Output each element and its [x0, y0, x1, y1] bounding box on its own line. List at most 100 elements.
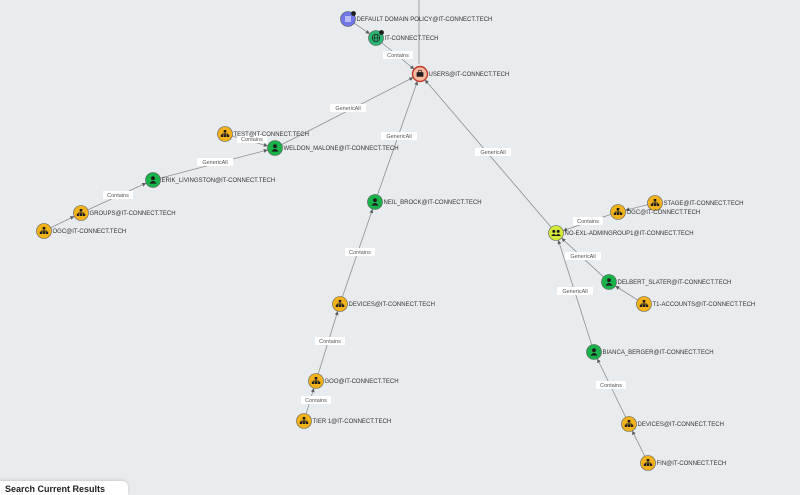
edge-label-text: GenericAll: [335, 106, 360, 112]
edge-label-bg: [237, 135, 267, 143]
user-icon: [605, 278, 613, 286]
edge-line[interactable]: [631, 430, 646, 457]
edge-label-text: Contains: [305, 398, 327, 404]
graph-node-gpo[interactable]: DEFAULT DOMAIN POLICY@IT-CONNECT.TECH: [340, 11, 493, 27]
list-icon: [345, 16, 351, 22]
edge-label-bg: [573, 217, 603, 225]
edge-label[interactable]: GenericAll: [197, 158, 233, 166]
node-label: OGC@IT-CONNECT.TECH: [53, 229, 127, 235]
org-chart-icon: [39, 227, 49, 234]
edge-label-text: Contains: [577, 219, 599, 225]
edge-label[interactable]: GenericAll: [557, 287, 593, 295]
node-label: GOO@IT-CONNECT.TECH: [325, 379, 399, 385]
edge-label[interactable]: Contains: [237, 135, 267, 143]
node-label: TEST@IT-CONNECT.TECH: [234, 132, 309, 138]
graph-node-user[interactable]: DELBERT_SLATER@IT-CONNECT.TECH: [601, 274, 732, 290]
graph-node-user[interactable]: ERIK_LIVINGSTON@IT-CONNECT.TECH: [145, 172, 276, 188]
edge-label-bg: [197, 158, 233, 166]
node-label: USERS@IT-CONNECT.TECH: [429, 72, 510, 78]
edge-label[interactable]: GenericAll: [475, 148, 511, 156]
edge-label[interactable]: Contains: [573, 217, 603, 225]
node-label: NO-EXL-ADMINGROUP1@IT-CONNECT.TECH: [565, 231, 694, 237]
edge-line[interactable]: [50, 215, 75, 229]
node-label: BIANCA_BERGER@IT-CONNECT.TECH: [603, 350, 714, 356]
edge-label-bg: [345, 248, 375, 256]
node-label: DEVICES@IT-CONNECT.TECH: [638, 422, 724, 428]
graph-node-ou[interactable]: DEVICES@IT-CONNECT.TECH: [621, 416, 724, 432]
edge-label[interactable]: Contains: [103, 191, 133, 199]
node-label: DEFAULT DOMAIN POLICY@IT-CONNECT.TECH: [357, 17, 493, 23]
graph-node-ou[interactable]: GOO@IT-CONNECT.TECH: [308, 373, 399, 389]
edge-label-bg: [301, 396, 331, 404]
edge-label-bg: [381, 132, 417, 140]
node-label: T1-ACCOUNTS@IT-CONNECT.TECH: [653, 302, 756, 308]
graph-node-target-group[interactable]: USERS@IT-CONNECT.TECH: [411, 65, 510, 83]
tier-zero-badge-icon: [351, 11, 356, 16]
graph-node-ou[interactable]: GROUPS@IT-CONNECT.TECH: [73, 205, 176, 221]
graph-node-ou[interactable]: STAGE@IT-CONNECT.TECH: [647, 195, 744, 211]
graph-node-group[interactable]: NO-EXL-ADMINGROUP1@IT-CONNECT.TECH: [548, 225, 694, 241]
edge-label-text: Contains: [107, 193, 129, 199]
edge-label-bg: [596, 381, 626, 389]
edge-line[interactable]: [615, 285, 638, 301]
org-chart-icon: [650, 199, 660, 206]
node-icon: [416, 70, 424, 77]
search-results-panel[interactable]: Search Current Results: [0, 481, 128, 495]
edge-label-bg: [557, 287, 593, 295]
edge-label-text: Contains: [600, 383, 622, 389]
edge-line[interactable]: [625, 204, 648, 212]
edge-label-text: GenericAll: [570, 254, 595, 260]
graph-node-domain[interactable]: IT-CONNECT.TECH: [368, 30, 439, 46]
org-chart-icon: [643, 459, 653, 466]
node-label: DEVICES@IT-CONNECT.TECH: [349, 302, 435, 308]
node-label: OGC@IT-CONNECT.TECH: [627, 210, 701, 216]
node-label: GROUPS@IT-CONNECT.TECH: [90, 211, 176, 217]
edge-label[interactable]: GenericAll: [565, 252, 601, 260]
node-label: DELBERT_SLATER@IT-CONNECT.TECH: [618, 280, 732, 286]
edge-label[interactable]: GenericAll: [381, 132, 417, 140]
user-icon: [590, 348, 598, 356]
edge-label-bg: [383, 51, 413, 59]
org-chart-icon: [613, 208, 623, 215]
org-chart-icon: [311, 377, 321, 384]
graph-node-ou[interactable]: T1-ACCOUNTS@IT-CONNECT.TECH: [636, 296, 756, 312]
edge-label[interactable]: Contains: [301, 396, 331, 404]
edge-label-bg: [330, 104, 366, 112]
edge-label[interactable]: GenericAll: [330, 104, 366, 112]
graph-node-ou[interactable]: FIN@IT-CONNECT.TECH: [640, 455, 727, 471]
edge-label[interactable]: Contains: [315, 337, 345, 345]
edge-label-bg: [315, 337, 345, 345]
edge-label-bg: [103, 191, 133, 199]
graph-node-ou[interactable]: TIER 1@IT-CONNECT.TECH: [296, 413, 392, 429]
edge-label[interactable]: Contains: [383, 51, 413, 59]
node-circle: [548, 225, 564, 241]
user-icon: [149, 176, 157, 184]
org-chart-icon: [76, 209, 86, 216]
graph-node-ou[interactable]: TEST@IT-CONNECT.TECH: [217, 126, 309, 142]
edge-line[interactable]: [353, 22, 371, 35]
org-chart-icon: [624, 420, 634, 427]
node-label: STAGE@IT-CONNECT.TECH: [664, 201, 744, 207]
edge-label-text: GenericAll: [562, 289, 587, 295]
node-label: ERIK_LIVINGSTON@IT-CONNECT.TECH: [162, 178, 276, 184]
org-chart-icon: [220, 130, 230, 137]
edge-label-bg: [475, 148, 511, 156]
edge-label[interactable]: Contains: [596, 381, 626, 389]
graph-node-user[interactable]: NEIL_BROCK@IT-CONNECT.TECH: [367, 194, 482, 210]
graph-node-ou[interactable]: OGC@IT-CONNECT.TECH: [610, 204, 701, 220]
graph-node-user[interactable]: WELDON_MALONE@IT-CONNECT.TECH: [267, 140, 399, 156]
edge-label-text: Contains: [387, 53, 409, 59]
edge-label[interactable]: Contains: [345, 248, 375, 256]
search-results-title: Search Current Results: [5, 484, 106, 494]
org-chart-icon: [639, 300, 649, 307]
graph-node-ou[interactable]: OGC@IT-CONNECT.TECH: [36, 223, 127, 239]
edge-label-text: GenericAll: [202, 160, 227, 166]
node-label: WELDON_MALONE@IT-CONNECT.TECH: [284, 146, 399, 152]
edge-label-text: GenericAll: [480, 150, 505, 156]
edge-label-text: GenericAll: [386, 134, 411, 140]
graph-node-ou[interactable]: DEVICES@IT-CONNECT.TECH: [332, 296, 435, 312]
globe-icon: [371, 33, 381, 43]
graph-node-user[interactable]: BIANCA_BERGER@IT-CONNECT.TECH: [586, 344, 714, 360]
edge-label-text: Contains: [241, 137, 263, 143]
